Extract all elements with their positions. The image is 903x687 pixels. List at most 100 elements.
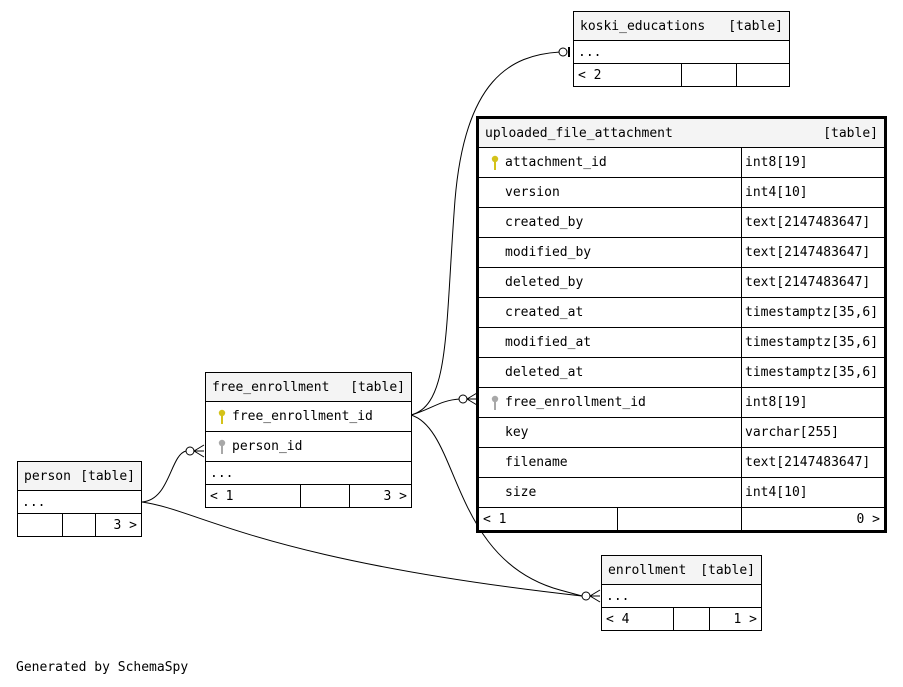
column-type: text[2147483647]	[741, 268, 884, 297]
column-name-cell: version	[479, 178, 741, 207]
crowfoot-icon	[466, 392, 478, 406]
table-enrollment[interactable]: enrollment [table] ... < 4 1 >	[601, 555, 762, 631]
column-name-cell: free_enrollment_id	[479, 388, 741, 417]
generated-by-footer: Generated by SchemaSpy	[16, 660, 189, 675]
column-type: int4[10]	[741, 178, 884, 207]
key-slot	[485, 395, 505, 411]
column-type: timestamptz[35,6]	[741, 328, 884, 357]
column-name-cell: attachment_id	[479, 148, 741, 177]
parents-count[interactable]: < 1	[483, 511, 507, 527]
column-row[interactable]: deleted_at timestamptz[35,6]	[479, 358, 884, 388]
column-type: text[2147483647]	[741, 208, 884, 237]
more-columns: ...	[18, 491, 141, 514]
rows-count	[617, 508, 741, 530]
table-tag: [table]	[728, 18, 783, 34]
column-name-cell: created_by	[479, 208, 741, 237]
edge-free-enrollment-uploaded-file-attachment	[410, 398, 461, 416]
table-nav: 3 >	[18, 514, 141, 536]
parents-count[interactable]: < 1	[210, 488, 234, 504]
edge-free-enrollment-koski-educations	[410, 51, 561, 416]
table-person[interactable]: person [table] ... 3 >	[17, 461, 142, 537]
column-name-cell: person_id	[206, 432, 411, 461]
primary-key-icon	[491, 155, 499, 170]
table-header: koski_educations [table]	[574, 12, 789, 41]
foreign-key-icon	[218, 439, 226, 454]
edge-person-free-enrollment	[141, 450, 187, 503]
table-nav: < 2	[574, 64, 789, 86]
column-type: text[2147483647]	[741, 448, 884, 477]
rows-count	[681, 64, 736, 86]
children-count[interactable]: 0 >	[741, 508, 884, 530]
table-tag: [table]	[823, 125, 878, 141]
column-type: int8[19]	[741, 148, 884, 177]
table-tag: [table]	[80, 468, 135, 484]
table-uploaded-file-attachment[interactable]: uploaded_file_attachment [table] attachm…	[476, 116, 887, 533]
table-name: koski_educations	[580, 18, 706, 34]
table-name: person	[24, 468, 71, 484]
children-count[interactable]	[736, 64, 789, 86]
rows-count	[62, 514, 95, 536]
table-koski-educations[interactable]: koski_educations [table] ... < 2	[573, 11, 790, 87]
column-type: int4[10]	[741, 478, 884, 507]
column-row[interactable]: version int4[10]	[479, 178, 884, 208]
column-row[interactable]: modified_at timestamptz[35,6]	[479, 328, 884, 358]
key-slot	[485, 155, 505, 171]
table-name: uploaded_file_attachment	[485, 125, 673, 141]
primary-key-icon	[218, 409, 226, 424]
column-type: timestamptz[35,6]	[741, 298, 884, 327]
table-header: enrollment [table]	[602, 556, 761, 585]
column-name-cell: deleted_at	[479, 358, 741, 387]
more-columns: ...	[206, 462, 411, 485]
zero-marker-icon	[558, 47, 568, 57]
column-name-cell: size	[479, 478, 741, 507]
children-count[interactable]: 3 >	[95, 514, 141, 536]
column-type: int8[19]	[741, 388, 884, 417]
column-name-cell: filename	[479, 448, 741, 477]
children-count[interactable]: 3 >	[349, 485, 411, 507]
parents-count[interactable]	[18, 514, 62, 536]
column-name: version	[505, 185, 560, 200]
column-type: timestamptz[35,6]	[741, 358, 884, 387]
parents-count[interactable]: < 2	[578, 67, 602, 83]
children-count[interactable]: 1 >	[709, 608, 761, 630]
column-type: text[2147483647]	[741, 238, 884, 267]
column-name-cell: modified_by	[479, 238, 741, 267]
column-name: free_enrollment_id	[232, 409, 373, 424]
table-header: free_enrollment [table]	[206, 373, 411, 402]
table-nav: < 1 0 >	[479, 508, 884, 530]
key-slot	[212, 409, 232, 425]
column-name: deleted_at	[505, 365, 584, 380]
table-header: uploaded_file_attachment [table]	[479, 119, 884, 148]
table-free-enrollment[interactable]: free_enrollment [table] free_enrollment_…	[205, 372, 412, 508]
parents-count[interactable]: < 4	[606, 611, 630, 627]
table-nav: < 4 1 >	[602, 608, 761, 630]
rows-count	[300, 485, 349, 507]
column-name: free_enrollment_id	[505, 395, 646, 410]
zero-marker-icon	[581, 591, 591, 601]
column-name: size	[505, 485, 537, 500]
column-row[interactable]: size int4[10]	[479, 478, 884, 508]
column-row[interactable]: modified_by text[2147483647]	[479, 238, 884, 268]
column-type: varchar[255]	[741, 418, 884, 447]
column-name: modified_by	[505, 245, 592, 260]
zero-marker-icon	[458, 394, 468, 404]
foreign-key-icon	[491, 395, 499, 410]
table-header: person [table]	[18, 462, 141, 491]
column-name-cell: deleted_by	[479, 268, 741, 297]
column-row[interactable]: free_enrollment_id	[206, 402, 411, 432]
edge-person-enrollment	[141, 501, 583, 597]
column-name-cell: modified_at	[479, 328, 741, 357]
column-name: modified_at	[505, 335, 592, 350]
column-row[interactable]: person_id	[206, 432, 411, 462]
table-tag: [table]	[700, 562, 755, 578]
edge-free-enrollment-enrollment	[410, 414, 583, 597]
column-row[interactable]: free_enrollment_id int8[19]	[479, 388, 884, 418]
table-nav: < 1 3 >	[206, 485, 411, 507]
